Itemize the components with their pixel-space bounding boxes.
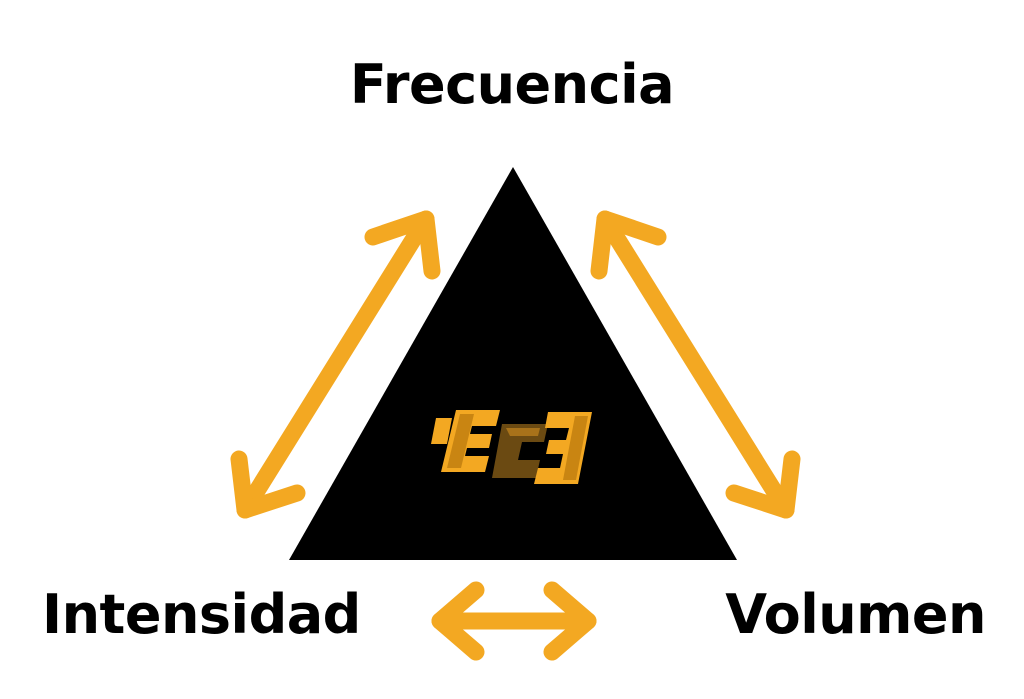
label-intensidad: Intensidad xyxy=(42,583,361,646)
double-arrow-right-icon xyxy=(590,210,801,519)
label-frecuencia: Frecuencia xyxy=(349,53,675,116)
brand-logo-icon xyxy=(431,410,592,484)
triangle xyxy=(289,167,737,560)
double-arrow-bottom-icon xyxy=(431,581,597,661)
double-arrow-left-icon xyxy=(230,210,441,519)
label-volumen: Volumen xyxy=(725,583,986,646)
